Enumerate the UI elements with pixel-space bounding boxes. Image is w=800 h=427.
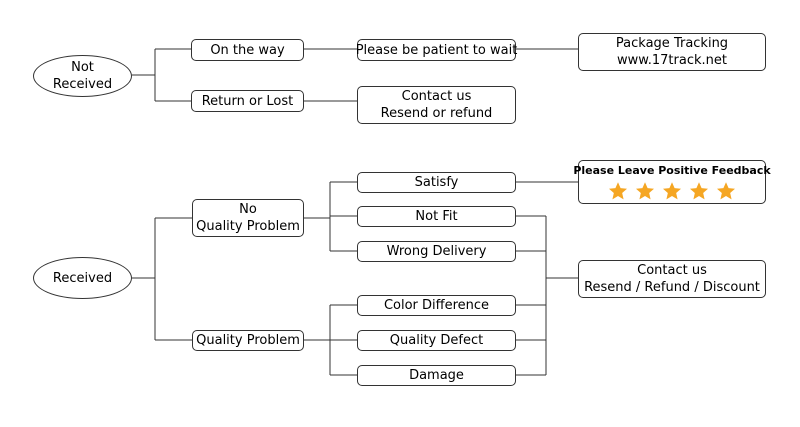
star-icon: [609, 181, 627, 199]
not-received-line1: Not: [71, 60, 94, 75]
star-icon: [663, 181, 681, 199]
no-quality-problem-line1: No: [239, 202, 257, 217]
not-fit-node: Not Fit: [357, 206, 516, 227]
star-icon: [717, 181, 735, 199]
star-icon: [636, 181, 654, 199]
not-fit-label: Not Fit: [415, 209, 458, 224]
return-or-lost-node: Return or Lost: [191, 90, 304, 112]
quality-problem-node: Quality Problem: [192, 330, 304, 351]
quality-defect-node: Quality Defect: [357, 330, 516, 351]
package-tracking-node: Package Tracking www.17track.net: [578, 33, 766, 71]
positive-feedback-label: Please Leave Positive Feedback: [573, 163, 771, 177]
not-received-node: Not Received: [33, 55, 132, 97]
wrong-delivery-node: Wrong Delivery: [357, 241, 516, 262]
positive-feedback-node: Please Leave Positive Feedback: [573, 160, 771, 204]
contact-resend-refund-node: Contact us Resend or refund: [357, 86, 516, 124]
satisfy-label: Satisfy: [414, 175, 459, 190]
contact-us-line1: Contact us: [401, 89, 472, 104]
on-the-way-label: On the way: [210, 42, 285, 58]
star-rating: [608, 181, 736, 201]
not-received-line2: Received: [52, 77, 113, 92]
contact-us-line1-received: Contact us: [637, 263, 707, 278]
on-the-way-node: On the way: [191, 39, 304, 61]
contact-resend-refund-discount-node: Contact us Resend / Refund / Discount: [578, 260, 766, 298]
received-label: Received: [52, 270, 113, 286]
color-difference-label: Color Difference: [383, 298, 490, 313]
damage-node: Damage: [357, 365, 516, 386]
no-quality-problem-node: No Quality Problem: [192, 199, 304, 237]
contact-us-line2: Resend or refund: [380, 106, 493, 121]
received-node: Received: [33, 257, 132, 299]
color-difference-node: Color Difference: [357, 295, 516, 316]
satisfy-node: Satisfy: [357, 172, 516, 193]
contact-us-line2-received: Resend / Refund / Discount: [584, 280, 760, 295]
patient-node: Please be patient to wait: [355, 39, 518, 61]
wrong-delivery-label: Wrong Delivery: [386, 244, 487, 259]
package-tracking-line2: www.17track.net: [617, 53, 727, 68]
damage-label: Damage: [409, 368, 464, 383]
quality-defect-label: Quality Defect: [389, 333, 484, 348]
no-quality-problem-line2: Quality Problem: [196, 219, 300, 234]
package-tracking-line1: Package Tracking: [615, 36, 729, 51]
return-or-lost-label: Return or Lost: [201, 93, 294, 109]
patient-label: Please be patient to wait: [355, 42, 518, 58]
star-icon: [690, 181, 708, 199]
quality-problem-label: Quality Problem: [196, 333, 300, 348]
